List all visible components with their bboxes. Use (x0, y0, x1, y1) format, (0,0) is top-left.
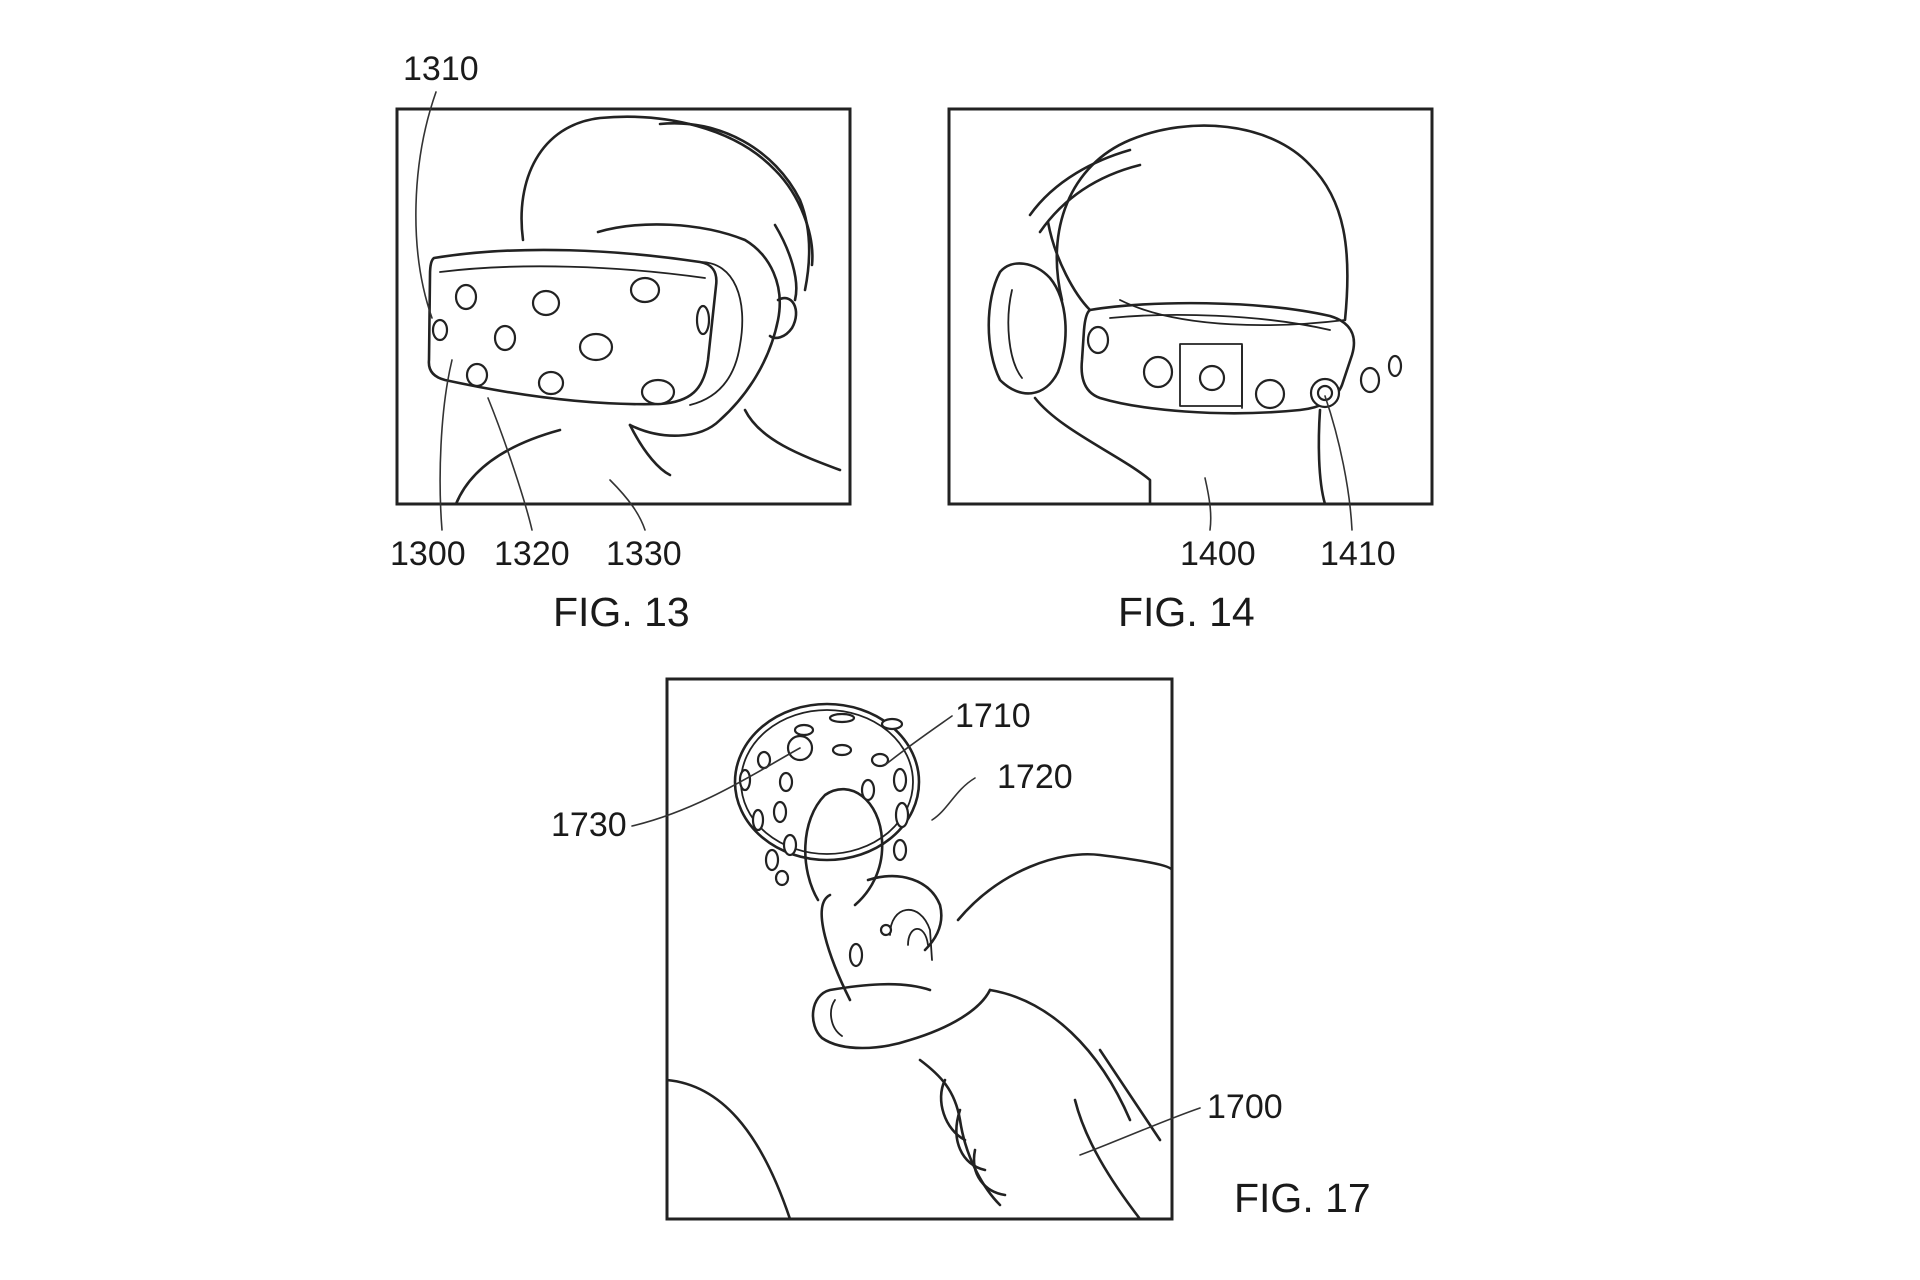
caption-fig17: FIG. 17 (1234, 1175, 1371, 1221)
label-1330: 1330 (606, 535, 682, 573)
fig17-leader-lines (631, 715, 1201, 1156)
caption-fig13: FIG. 13 (553, 589, 690, 635)
figure-13: 1310 1300 1320 1330 FIG. 13 (390, 50, 852, 635)
label-1710: 1710 (955, 697, 1031, 735)
caption-fig14: FIG. 14 (1118, 589, 1255, 635)
label-1410: 1410 (1320, 535, 1396, 573)
label-1310: 1310 (403, 50, 479, 88)
figure-17: 1710 1720 1730 1700 FIG. 17 (551, 677, 1371, 1221)
fig17-frame (665, 677, 1174, 1221)
label-1720: 1720 (997, 758, 1073, 796)
label-1730: 1730 (551, 806, 627, 844)
fig13-head-and-headset (427, 115, 842, 506)
fig14-frame (947, 107, 1434, 506)
label-1320: 1320 (494, 535, 570, 573)
fig17-controller-and-hand (665, 702, 1174, 1221)
label-1400: 1400 (1180, 535, 1256, 573)
label-1700: 1700 (1207, 1088, 1283, 1126)
fig13-leader-lines (415, 91, 646, 531)
label-1300: 1300 (390, 535, 466, 573)
fig14-head-and-headset (987, 124, 1403, 506)
figure-14: 1400 1410 FIG. 14 (947, 107, 1434, 635)
fig14-leader-lines (1204, 395, 1353, 531)
